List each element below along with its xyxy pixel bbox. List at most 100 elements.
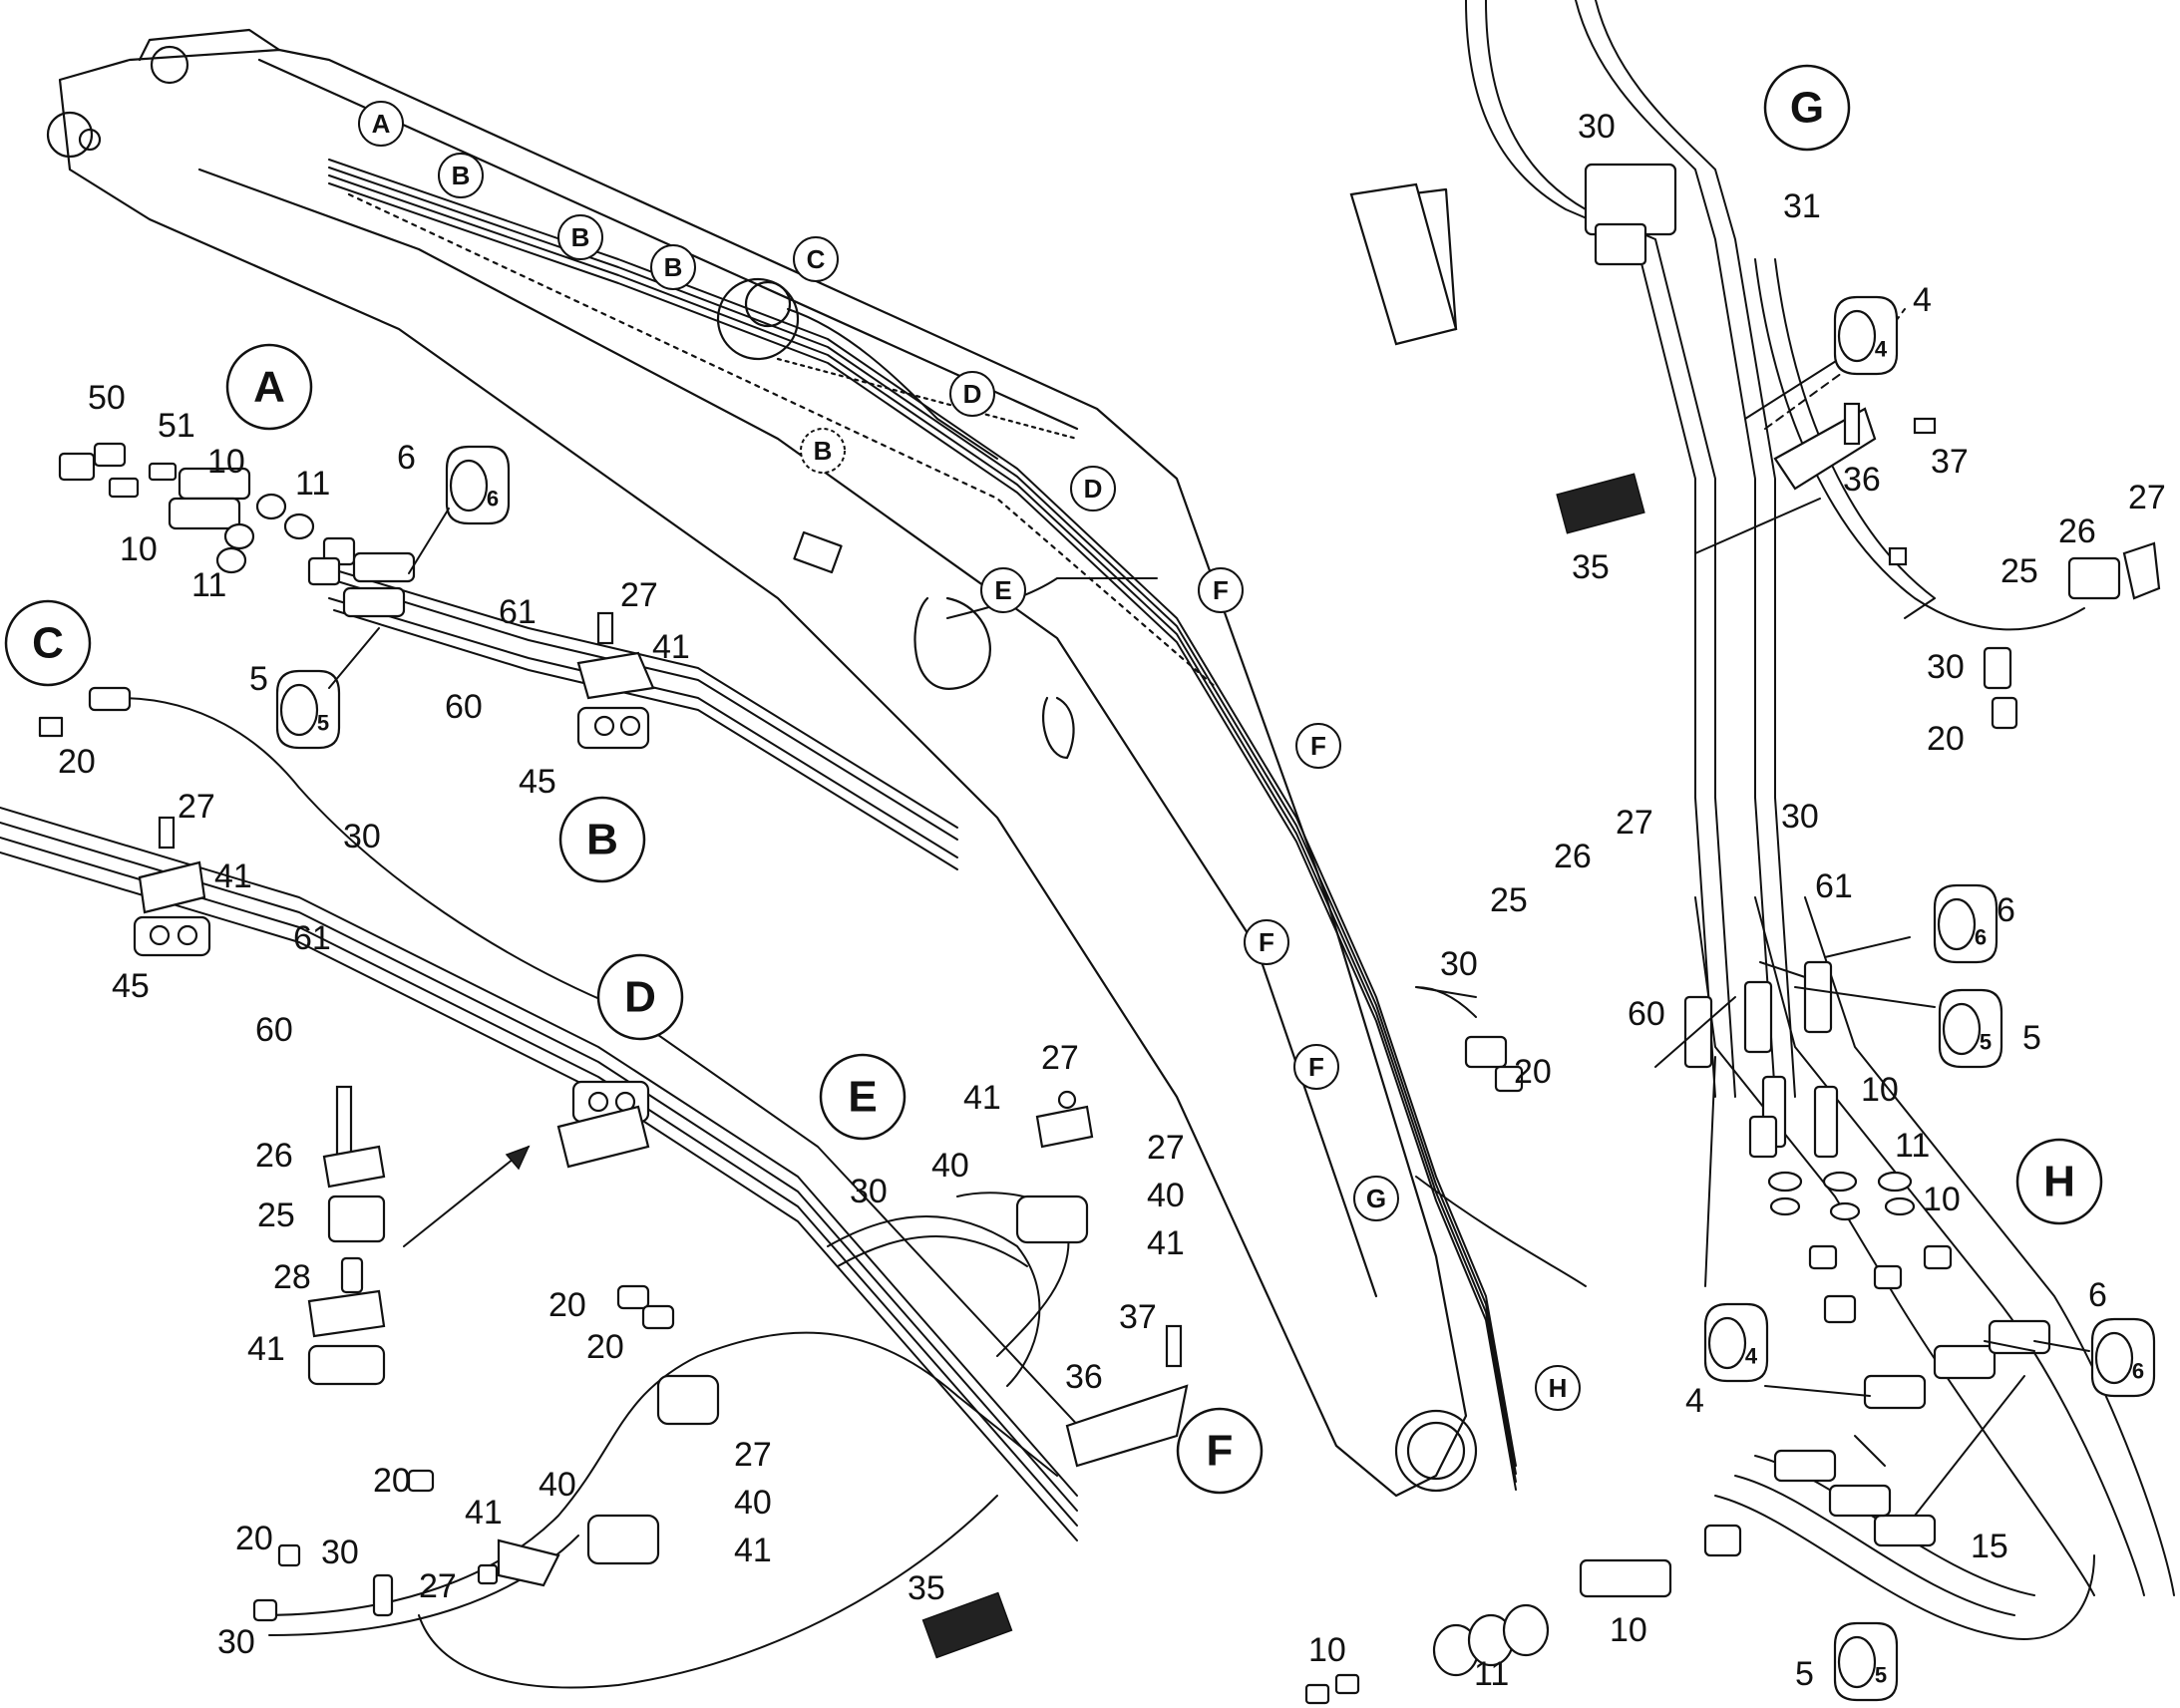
part-number: 20 (586, 1328, 624, 1366)
boom-marker-b: B (557, 214, 603, 260)
part-number: 61 (499, 593, 537, 631)
part-number: 30 (1781, 798, 1819, 836)
part-number: 10 (1861, 1071, 1899, 1109)
part-number: 30 (1440, 945, 1478, 983)
part-labels-detail-c: 20 27 30 41 61 45 60 (58, 743, 381, 1049)
boom-marker-c: C (793, 236, 839, 282)
detail-marker-label: D (624, 973, 656, 1022)
part-labels-detail-d: 26 25 28 41 (247, 1137, 311, 1368)
detail-g-manifold (1349, 0, 2161, 1098)
part-number: 20 (373, 1462, 411, 1500)
part-number: 61 (293, 919, 331, 957)
detail-marker-b: B (558, 796, 646, 883)
detail-a-fittings (58, 442, 958, 870)
part-number: 27 (1616, 804, 1653, 842)
detail-markers-large: A B C D E F G H (4, 64, 2103, 1495)
part-number: 5 (2022, 1019, 2041, 1057)
boom-marker-label: F (1213, 575, 1229, 605)
part-number: 10 (1610, 1611, 1647, 1649)
detail-marker-h: H (2015, 1138, 2103, 1225)
part-number: 35 (1572, 548, 1610, 586)
part-number: 6 (397, 439, 416, 477)
part-number: 50 (88, 379, 126, 417)
boom-marker-label: F (1308, 1052, 1324, 1082)
part-number: 26 (1554, 838, 1592, 875)
part-number: 4 (1685, 1382, 1704, 1420)
detail-marker-g: G (1763, 64, 1851, 152)
part-number: 45 (519, 763, 556, 801)
boom-hose-route (328, 159, 1587, 1491)
part-number: 61 (1815, 867, 1853, 905)
part-number: 5 (1795, 1655, 1814, 1693)
part-number: 25 (1490, 881, 1528, 919)
boom-marker-d: D (949, 371, 995, 417)
part-number: 25 (2000, 552, 2038, 590)
captive-nut-6-a: 6 (445, 445, 511, 525)
part-number: 37 (1931, 443, 1969, 481)
part-number: 51 (158, 407, 195, 445)
boom-marker-label: G (1366, 1184, 1386, 1213)
captive-nut-label: 6 (487, 487, 499, 512)
part-number: 30 (343, 818, 381, 855)
clamp-b (576, 611, 655, 750)
boom-marker-f: F (1198, 567, 1244, 613)
part-number: 25 (257, 1196, 295, 1234)
detail-marker-label: F (1207, 1427, 1234, 1476)
part-labels-detail-h: 27 26 25 30 30 61 6 20 60 5 10 11 10 4 6… (1308, 798, 2107, 1693)
part-number: 20 (1514, 1053, 1552, 1091)
boom-marker-f: F (1295, 723, 1341, 769)
part-number: 41 (247, 1330, 285, 1368)
boom-marker-label: B (452, 161, 471, 190)
captive-nut-label: 4 (1745, 1344, 1758, 1369)
part-number: 41 (734, 1532, 772, 1569)
part-number: 11 (1474, 1655, 1509, 1693)
captive-nut-label: 5 (317, 711, 329, 736)
boom-marker-label: D (1084, 474, 1103, 504)
bracket-f (1065, 1324, 1189, 1468)
part-number: 6 (2088, 1276, 2107, 1314)
boom-marker-a: A (358, 101, 404, 147)
part-number: 6 (1997, 891, 2015, 929)
detail-h-couplings (1304, 498, 2175, 1705)
detail-marker-label: A (253, 363, 285, 412)
boom-arm (46, 28, 1478, 1498)
part-number: 10 (120, 530, 158, 568)
part-number: 5 (249, 660, 268, 698)
detail-marker-label: E (848, 1073, 877, 1122)
part-number: 27 (178, 788, 215, 826)
boom-marker-b: B (438, 153, 484, 198)
part-number: 27 (1041, 1039, 1079, 1077)
detail-marker-label: H (2043, 1158, 2075, 1206)
callout-arrows (328, 508, 2090, 1352)
tie-strap-35 (921, 473, 1645, 1659)
part-number: 60 (255, 1011, 293, 1049)
part-number: 40 (539, 1466, 576, 1504)
part-number: 31 (1783, 187, 1821, 225)
part-number: 30 (321, 1534, 359, 1571)
boom-marker-label: B (571, 222, 590, 252)
detail-e-clamps (252, 1090, 1094, 1622)
boom-marker-label: E (994, 575, 1011, 605)
captive-nut-4-g: 4 (1833, 295, 1899, 376)
captive-nut-label: 6 (2132, 1359, 2144, 1384)
captive-nut-4-h: 4 (1703, 1302, 1769, 1383)
detail-marker-label: B (586, 816, 618, 864)
part-number: 30 (1578, 108, 1616, 146)
part-labels-detail-e: 27 41 30 40 27 40 41 20 20 37 36 20 30 2… (217, 1039, 1185, 1661)
captive-nut-label: 4 (1875, 337, 1888, 362)
boom-marker-h: H (1535, 1365, 1581, 1411)
part-number: 30 (850, 1173, 888, 1210)
detail-marker-c: C (4, 599, 92, 687)
part-number: 10 (1308, 1631, 1346, 1669)
part-number: 27 (419, 1567, 457, 1605)
detail-marker-d: D (596, 953, 684, 1041)
part-number: 20 (548, 1286, 586, 1324)
boom-marker-f: F (1293, 1044, 1339, 1090)
detail-markers-small: A B B B C D D E (358, 101, 1581, 1411)
boom-marker-label: F (1259, 927, 1274, 957)
captive-nut-label: 5 (1980, 1030, 1992, 1055)
part-number: 36 (1843, 461, 1881, 499)
captive-nut-5-h2: 5 (1833, 1621, 1899, 1702)
detail-marker-label: G (1790, 84, 1824, 133)
part-number: 27 (2128, 479, 2166, 516)
